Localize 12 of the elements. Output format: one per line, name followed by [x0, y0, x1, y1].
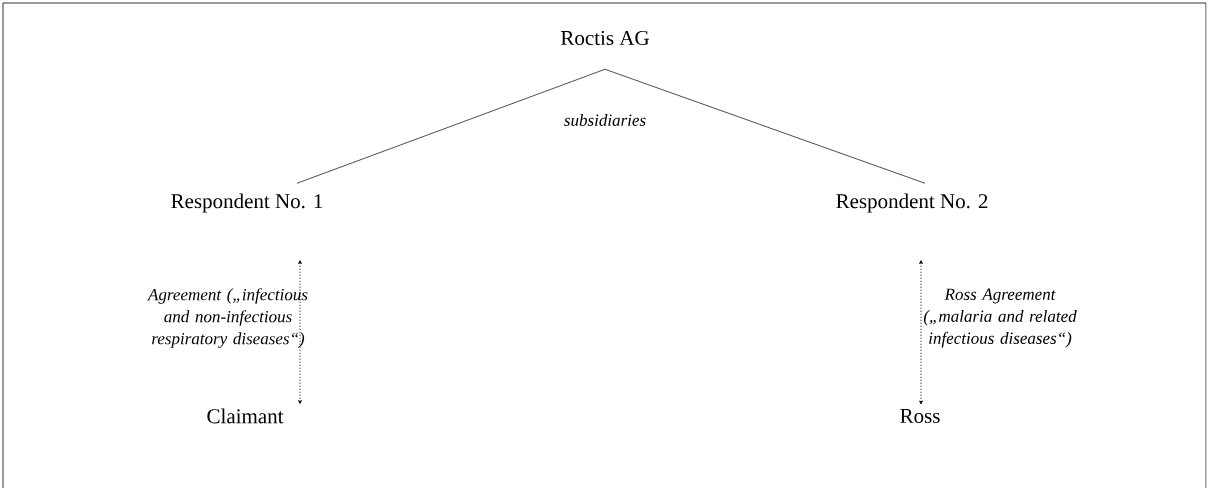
node-label: Roctis AG: [561, 30, 649, 46]
node-label: Claimant: [207, 408, 284, 424]
node-label: Ross: [900, 409, 940, 423]
edge-label: Ross Agreement („malaria and related infectious diseases“): [923, 288, 1077, 348]
arrow: [919, 260, 923, 405]
node-label: Respondent No. 1: [171, 193, 323, 213]
connector-line: [604, 68, 926, 184]
connector-line: [296, 68, 606, 184]
arrow: [298, 260, 302, 404]
edge-label: Agreement („infectious and non-infectious respiratory diseases“): [147, 288, 308, 348]
note-label: subsidiaries: [564, 114, 646, 126]
node-label: Respondent No. 2: [836, 193, 988, 213]
